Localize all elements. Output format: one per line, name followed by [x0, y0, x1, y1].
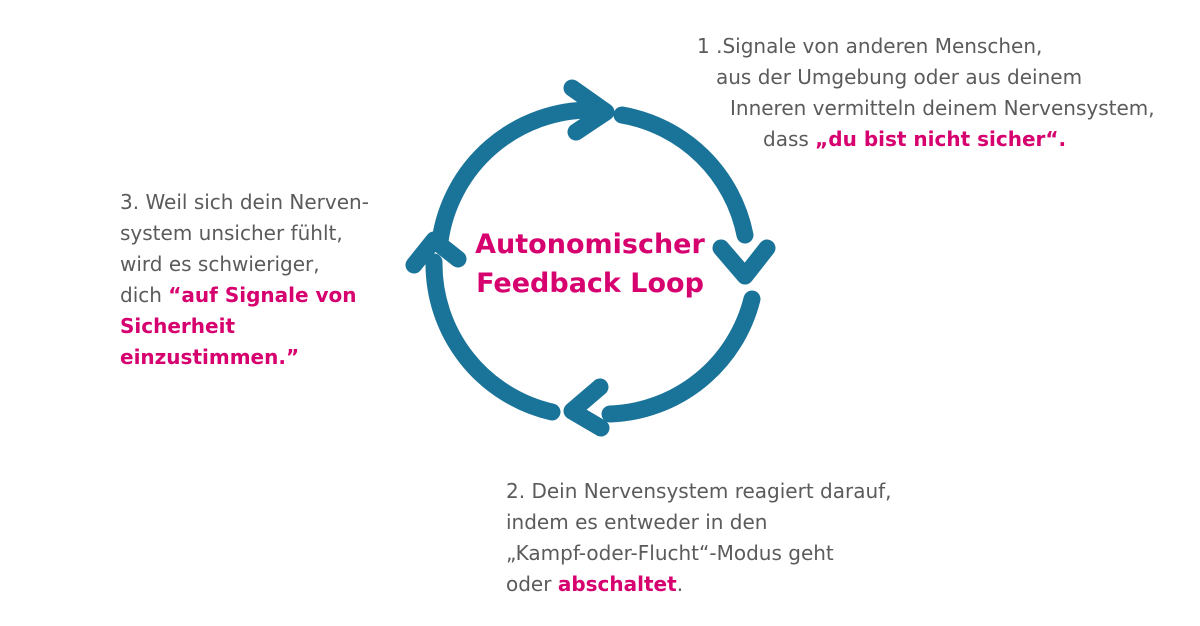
step-3-line3: wird es schwieriger,	[120, 252, 320, 276]
step-2-text: 2. Dein Nervensystem reagiert darauf, in…	[506, 476, 892, 600]
step-1-text: 1 .Signale von anderen Menschen, aus der…	[697, 31, 1155, 155]
step-1-line1: 1 .Signale von anderen Menschen,	[697, 34, 1043, 58]
step-3-line4: dich “auf Signale von	[120, 280, 369, 311]
step-2-line4: oder abschaltet.	[506, 569, 892, 600]
cycle-arrowhead-4	[563, 79, 615, 141]
diagram-title-line2: Feedback Loop	[476, 268, 704, 299]
cycle-arrow-2	[601, 290, 761, 423]
cycle-arrow-4	[431, 101, 601, 250]
step-1-line2: aus der Umgebung oder aus deinem	[716, 65, 1083, 89]
cycle-arrow-1	[613, 106, 754, 244]
step-1-line3: Inneren vermitteln deinem Nervensystem,	[730, 96, 1155, 120]
step-2-line4-prefix: oder	[506, 572, 558, 596]
step-3-line1: 3. Weil sich dein Nerven-	[120, 190, 369, 214]
step-3-line4-prefix: dich	[120, 283, 169, 307]
step-3-text: 3. Weil sich dein Nerven- system unsiche…	[120, 187, 369, 373]
step-1-line4-prefix: dass	[763, 127, 816, 151]
cycle-arrowhead-1	[712, 239, 776, 285]
step-3-highlight: “auf Signale von	[168, 283, 357, 307]
step-3-line2: system unsicher fühlt,	[120, 221, 343, 245]
step-2-highlight: abschaltet	[557, 572, 677, 596]
cycle-arrowhead-2	[563, 378, 610, 437]
diagram-title-line1: Autonomischer	[475, 229, 705, 260]
step-3-highlight-line6: einzustimmen.”	[120, 345, 300, 369]
step-1-line4: dass „du bist nicht sicher“.	[697, 124, 1155, 155]
step-2-line4-suffix: .	[676, 572, 684, 596]
diagram-title: Autonomischer Feedback Loop	[440, 225, 740, 303]
step-2-line2: indem es entweder in den	[506, 510, 768, 534]
step-2-line1: 2. Dein Nervensystem reagiert darauf,	[506, 479, 892, 503]
cycle-arrow-3	[425, 253, 561, 421]
step-2-line3: „Kampf-oder-Flucht“-Modus geht	[506, 541, 834, 565]
step-3-highlight-line5: Sicherheit	[120, 314, 235, 338]
step-1-highlight: „du bist nicht sicher“.	[815, 127, 1067, 151]
